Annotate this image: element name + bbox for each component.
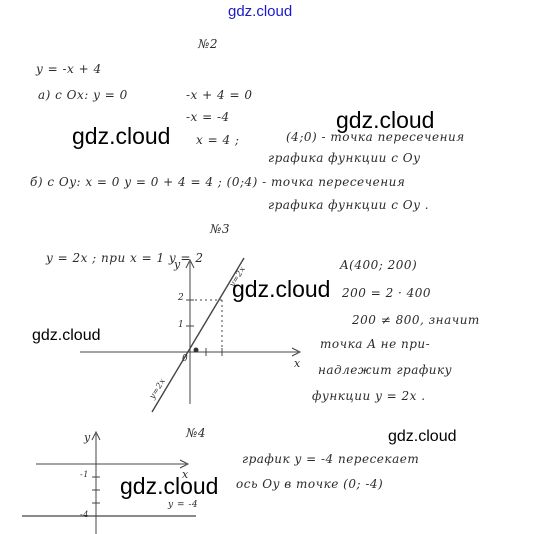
task3-origin-label: 0 [182,354,189,364]
task4-tick-label-1: -1 [80,470,89,479]
task3-line2: точка A не при- [320,337,431,351]
task3-x-arrow [291,347,302,357]
task4-x-arrow [179,459,190,469]
task2-equation: y = -x + 4 [36,62,102,76]
watermark-1: gdz.cloud [72,123,171,149]
task4-heading: №4 [186,426,206,440]
task3-line-y2x [151,257,245,413]
task3-equation: y = 2x ; при x = 1 y = 2 [46,251,204,265]
task4-line2: ось Oy в точке (0; -4) [236,477,384,491]
task2-a-point2: графика функции с Oy [268,151,421,165]
task3-tick-label-2: 2 [178,293,185,303]
watermark-top: gdz.cloud [228,3,293,20]
task3-line4: функции y = 2x . [312,389,426,403]
task4-y-arrow [91,430,101,441]
task2-a-eq1: -x + 4 = 0 [186,88,253,102]
task2-a-eq3: x = 4 ; [196,133,240,147]
task2-heading: №2 [198,37,218,51]
task3-tick-label-1: 1 [178,320,185,330]
task3-point-a: A(400; 200) [340,258,418,272]
task2-b-line2: графика функции с Oy . [268,198,430,212]
task2-a-point: (4;0) - точка пересечения [286,130,465,144]
task2-b-label: б) с Oy: x = 0 y = 0 + 4 = 4 ; (0;4) - т… [30,175,406,189]
task4-x-label: x [182,468,189,481]
task2-a-label: а) с Ox: y = 0 [38,88,128,102]
watermark-4: gdz.cloud [32,327,101,344]
watermark-2: gdz.cloud [336,107,435,133]
watermark-3: gdz.cloud [232,276,331,302]
task3-y-label: y [174,258,181,271]
task4-line1: график y = -4 пересекает [242,452,420,466]
task3-line3: надлежит графику [318,363,453,377]
task3-line1: 200 ≠ 800, значит [352,313,480,327]
task2-a-eq2: -x = -4 [186,110,230,124]
task3-y-arrow [185,258,195,269]
task3-calc: 200 = 2 · 400 [342,286,432,300]
task4-line-label: y = -4 [168,500,199,510]
task3-x-label: x [294,357,301,370]
watermark-6: gdz.cloud [120,473,219,499]
task4-tick-label-4: -4 [80,510,89,519]
task4-y-label: y [84,431,91,444]
watermark-5: gdz.cloud [388,428,457,445]
task3-heading: №3 [210,222,230,236]
task3-origin-dot [193,347,199,353]
